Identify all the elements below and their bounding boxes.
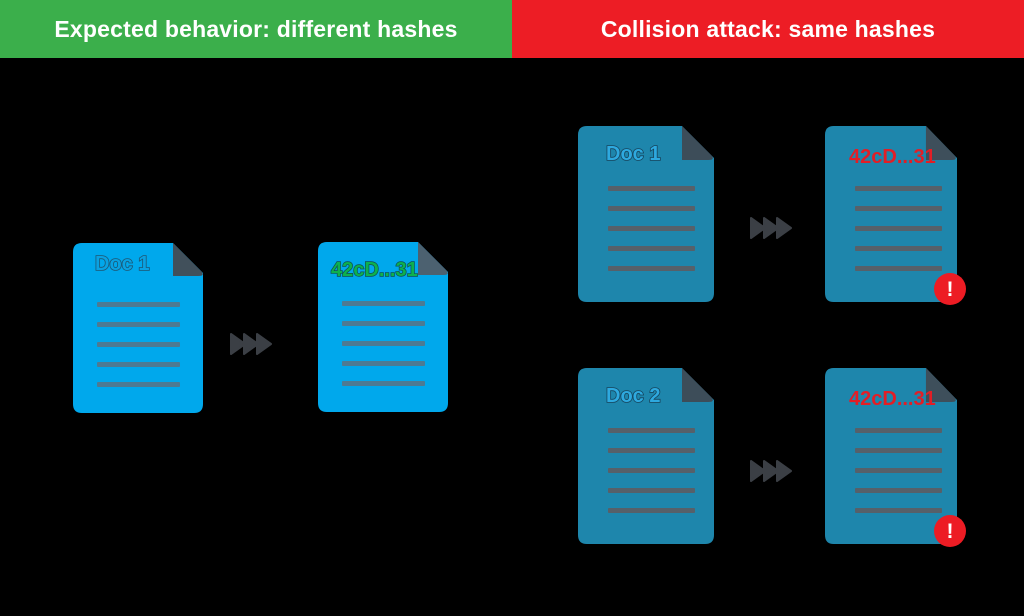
header-expected-behavior: Expected behavior: different hashes	[0, 0, 512, 58]
document-icon	[73, 243, 203, 413]
document-icon	[825, 126, 957, 302]
hash-transform-arrows-icon	[750, 460, 792, 482]
folded-corner-icon	[173, 243, 203, 276]
collision-source-document-1: Doc 1	[578, 126, 714, 302]
document-title: Doc 1	[605, 142, 661, 166]
document-title: Doc 2	[605, 384, 661, 408]
collision-source-document-2: Doc 2	[578, 368, 714, 544]
exclamation-icon: !	[946, 277, 954, 301]
collision-hash-document-2: 42cD...31 !	[825, 368, 966, 547]
text-line	[608, 266, 695, 271]
header-expected-label: Expected behavior: different hashes	[54, 15, 458, 42]
hash-transform-arrows-icon	[230, 333, 272, 355]
collision-alert-badge: !	[934, 515, 966, 547]
text-line	[97, 322, 180, 327]
exclamation-icon: !	[946, 519, 954, 543]
text-line	[855, 186, 942, 191]
text-line	[342, 321, 425, 326]
text-line	[608, 226, 695, 231]
text-line	[608, 246, 695, 251]
text-line	[608, 448, 695, 453]
text-line	[855, 206, 942, 211]
header-collision-attack: Collision attack: same hashes	[512, 0, 1024, 58]
text-line	[855, 508, 942, 513]
text-line	[608, 468, 695, 473]
folded-corner-icon	[682, 126, 713, 160]
text-line	[608, 508, 695, 513]
text-line	[855, 246, 942, 251]
text-line	[608, 428, 695, 433]
text-line	[855, 448, 942, 453]
text-line	[855, 266, 942, 271]
document-title: Doc 1	[94, 252, 150, 276]
folded-corner-icon	[418, 242, 448, 275]
hash-value-green: 42cD...31	[330, 258, 418, 281]
folded-corner-icon	[925, 126, 956, 160]
text-line	[855, 468, 942, 473]
document-icon	[825, 368, 957, 544]
text-line	[97, 362, 180, 367]
folded-corner-icon	[925, 368, 956, 402]
text-line	[97, 382, 180, 387]
text-line	[342, 381, 425, 386]
document-icon	[318, 242, 448, 412]
expected-source-document: Doc 1	[73, 243, 203, 413]
document-icon	[578, 368, 714, 544]
text-line	[608, 488, 695, 493]
text-line	[342, 341, 425, 346]
folded-corner-icon	[682, 368, 713, 402]
text-line	[608, 206, 695, 211]
text-line	[855, 226, 942, 231]
text-line	[342, 361, 425, 366]
expected-hash-document: 42cD...31	[318, 242, 448, 412]
document-icon	[578, 126, 714, 302]
hash-transform-arrows-icon	[750, 217, 792, 239]
collision-alert-badge: !	[934, 273, 966, 305]
hash-value-red: 42cD...31	[849, 146, 936, 168]
text-line	[855, 428, 942, 433]
hash-value-red: 42cD...31	[849, 388, 936, 410]
collision-hash-document-1: 42cD...31 !	[825, 126, 966, 305]
text-line	[97, 302, 180, 307]
text-line	[855, 488, 942, 493]
header-collision-label: Collision attack: same hashes	[600, 15, 936, 42]
text-line	[608, 186, 695, 191]
text-line	[342, 301, 425, 306]
text-line	[97, 342, 180, 347]
